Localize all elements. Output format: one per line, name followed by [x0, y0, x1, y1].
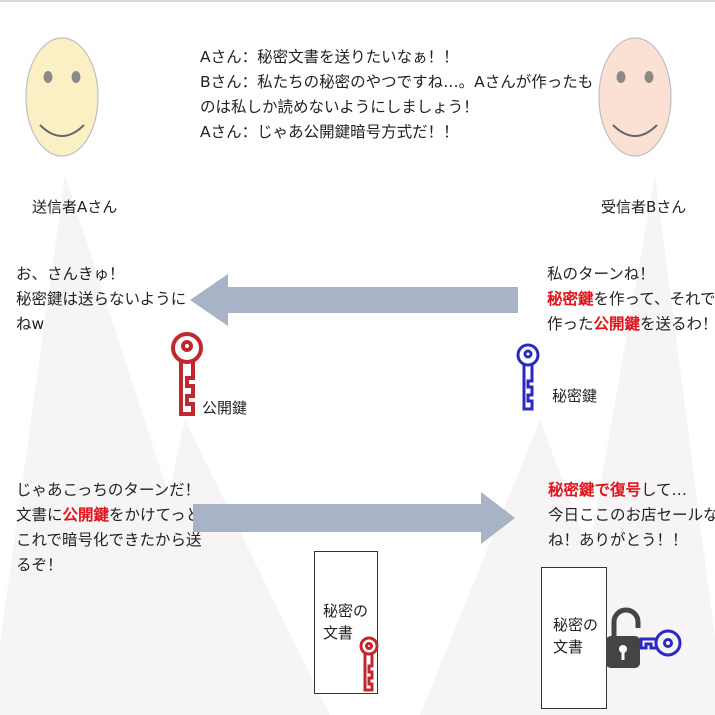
- document-label-line: 秘密の: [323, 602, 369, 620]
- public-key-label: 公開鍵: [202, 399, 248, 417]
- step4-text: 秘密鍵で復号して… 今日ここのお店セールなの ね！ありがとう！！: [548, 478, 715, 553]
- decrypt-highlight: 秘密鍵で復号: [548, 481, 642, 499]
- step3-line: これで暗号化できたから送: [16, 531, 202, 549]
- step4-line: ね！ありがとう！！: [548, 531, 688, 549]
- step4-line: 秘密鍵で復号して…: [548, 478, 715, 503]
- public-key-icon: [359, 636, 379, 692]
- step1-text-post: を送るわ！: [640, 315, 715, 333]
- document-label: 秘密の 文書: [323, 600, 368, 644]
- top-border: [0, 0, 715, 2]
- step1-line: 作った公開鍵を送るわ！: [547, 312, 715, 337]
- step3-text-pre: 文書に: [16, 506, 63, 524]
- arrow-left-icon: [190, 274, 518, 326]
- step3-text: じゃあこっちのターンだ！ 文書に公開鍵をかけてっと、 これで暗号化できたから送 …: [16, 478, 216, 578]
- step1-text-rest: を作って、それで: [593, 290, 715, 308]
- unlocked-padlock-icon: [606, 607, 641, 668]
- secret-key-icon: [639, 629, 682, 657]
- step2-line: ねw: [16, 315, 45, 333]
- public-key-highlight: 公開鍵: [62, 506, 110, 524]
- document-label: 秘密の 文書: [553, 614, 598, 658]
- document-label-line: 文書: [553, 638, 584, 656]
- sender-label: 送信者Aさん: [32, 198, 118, 216]
- dialogue-line: Bさん：私たちの秘密のやつですね…。Aさんが作ったも: [200, 73, 594, 91]
- public-key-highlight: 公開鍵: [593, 315, 641, 333]
- step1-line: 私のターンね！: [547, 265, 655, 283]
- step4-text-post: して…: [641, 481, 688, 499]
- receiver-face-icon: [598, 37, 672, 157]
- dialogue-block: Aさん：秘密文書を送りたいなぁ！！ Bさん：私たちの秘密のやつですね…。Aさんが…: [200, 45, 593, 145]
- arrow-right-icon: [193, 492, 515, 544]
- step2-line: 秘密鍵は送らないように: [16, 290, 187, 308]
- step1-text: 私のターンね！ 秘密鍵を作って、それで 作った公開鍵を送るわ！: [547, 262, 715, 337]
- decrypted-document: 秘密の 文書: [541, 567, 607, 709]
- sender-face-icon: [25, 37, 99, 157]
- step3-line: 文書に公開鍵をかけてっと、: [16, 503, 216, 528]
- document-label-line: 文書: [323, 624, 354, 642]
- document-label-line: 秘密の: [553, 616, 599, 634]
- step3-text-post: をかけてっと、: [109, 506, 216, 524]
- step2-text: お、さんきゅ！ 秘密鍵は送らないように ねw: [16, 262, 186, 337]
- step1-text-pre: 作った: [547, 315, 594, 333]
- secret-key-icon: [516, 343, 540, 411]
- step4-line: 今日ここのお店セールなの: [548, 506, 715, 524]
- receiver-label: 受信者Bさん: [601, 198, 687, 216]
- public-key-icon: [171, 332, 203, 416]
- step1-line: 秘密鍵を作って、それで: [547, 287, 715, 312]
- step3-line: るぞ！: [16, 556, 63, 574]
- step2-line: お、さんきゅ！: [16, 265, 125, 283]
- dialogue-line: Aさん：じゃあ公開鍵暗号方式だ！！: [200, 123, 459, 141]
- step3-line: じゃあこっちのターンだ！: [16, 481, 201, 499]
- encrypted-document: 秘密の 文書: [314, 551, 378, 694]
- secret-key-highlight: 秘密鍵: [547, 290, 594, 308]
- secret-key-label: 秘密鍵: [552, 387, 598, 405]
- dialogue-line: Aさん：秘密文書を送りたいなぁ！！: [200, 48, 459, 66]
- dialogue-line: のは私しか読めないようにしましょう！: [200, 98, 479, 116]
